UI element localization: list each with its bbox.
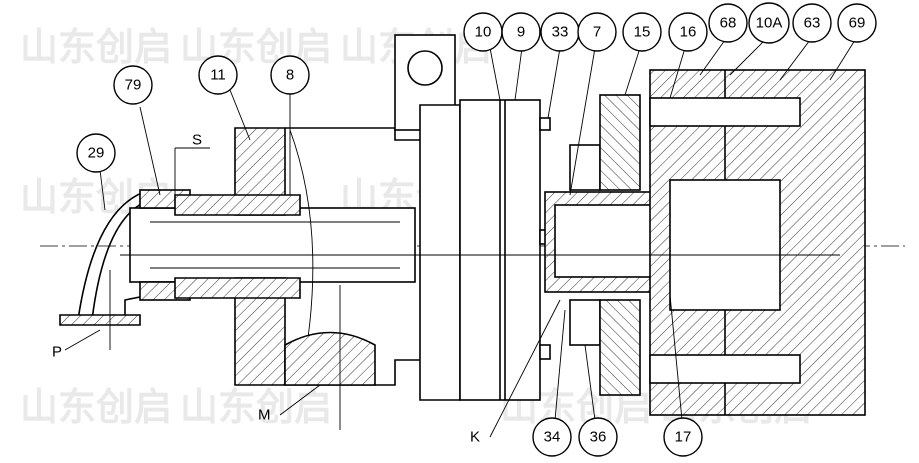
rotor-bore — [554, 204, 666, 278]
callout-69: 69 — [837, 3, 877, 43]
svg-text:63: 63 — [804, 15, 821, 32]
label-p: P — [52, 344, 62, 361]
leader-m — [279, 384, 321, 416]
callout-9: 9 — [501, 12, 541, 52]
svg-text:山东创启: 山东创启 — [180, 387, 332, 429]
body-neck-top — [174, 194, 301, 216]
bolt-bottom — [539, 344, 551, 360]
svg-text:79: 79 — [125, 77, 142, 94]
svg-text:山东创启: 山东创启 — [20, 387, 172, 429]
leader-63 — [779, 39, 811, 81]
housing-bottom-boss — [284, 331, 376, 386]
label-k: K — [470, 429, 480, 446]
elbow-flange — [59, 314, 141, 326]
watermark-logo: 山东创启 — [20, 387, 172, 429]
callout-29: 29 — [76, 133, 116, 173]
label-m: M — [258, 407, 271, 424]
leader-33 — [547, 47, 561, 119]
callout-33: 33 — [540, 12, 580, 52]
leader-29 — [99, 169, 106, 211]
leader-16 — [669, 47, 686, 99]
leader-p — [64, 329, 101, 351]
callout-36: 36 — [578, 417, 618, 457]
cap-screw-16 — [649, 97, 801, 127]
body-neck-bottom — [174, 277, 301, 299]
callout-68: 68 — [708, 3, 748, 43]
svg-text:9: 9 — [517, 24, 525, 41]
housing-top-edge — [285, 127, 420, 141]
leader-36 — [584, 344, 596, 421]
callout-34: 34 — [532, 417, 572, 457]
hex-nut-36 — [569, 299, 601, 346]
callout-10: 10 — [463, 12, 503, 52]
watermark-logo: 山东创启 — [180, 387, 332, 429]
svg-text:34: 34 — [544, 429, 561, 446]
svg-text:17: 17 — [675, 429, 692, 446]
leader-k — [489, 299, 561, 438]
callout-17: 17 — [663, 417, 703, 457]
callout-8: 8 — [270, 55, 310, 95]
callout-63: 63 — [792, 3, 832, 43]
leader-69 — [829, 39, 856, 81]
leader-9 — [514, 47, 523, 101]
lug-hole — [407, 50, 443, 86]
clamp-flange-15-top — [599, 94, 641, 191]
svg-text:11: 11 — [210, 67, 226, 84]
leader-34 — [554, 309, 566, 421]
leader-7 — [569, 47, 596, 196]
leader-79 — [139, 106, 161, 196]
callout-16: 16 — [668, 12, 708, 52]
bolt-33 — [539, 117, 551, 131]
callout-7: 7 — [577, 12, 617, 52]
leader-10A — [729, 39, 766, 76]
svg-text:36: 36 — [590, 429, 607, 446]
inner-tube — [129, 207, 416, 283]
leader-17 — [669, 294, 683, 421]
svg-text:33: 33 — [552, 24, 569, 41]
cap-screw-bottom — [649, 354, 801, 384]
svg-text:10: 10 — [475, 24, 492, 41]
leader-15 — [624, 47, 641, 96]
svg-text:山东创启: 山东创启 — [20, 27, 172, 69]
callout-15: 15 — [622, 12, 662, 52]
adapter-body — [419, 104, 461, 401]
svg-text:68: 68 — [720, 15, 737, 32]
callout-79: 79 — [113, 65, 153, 105]
callout-10A: 10A — [748, 2, 790, 44]
svg-text:15: 15 — [634, 24, 651, 41]
elbow-pipe-outer — [77, 189, 151, 321]
clamp-flange-bottom — [599, 299, 641, 396]
leader-68 — [699, 39, 726, 76]
leader-11 — [229, 89, 251, 141]
svg-text:16: 16 — [680, 24, 697, 41]
svg-text:10A: 10A — [756, 15, 783, 32]
svg-text:7: 7 — [593, 24, 601, 41]
svg-text:69: 69 — [849, 15, 866, 32]
svg-text:29: 29 — [88, 145, 105, 162]
label-s: S — [192, 132, 202, 149]
callout-11: 11 — [198, 55, 238, 95]
svg-text:8: 8 — [286, 67, 294, 84]
roll-cavity — [669, 179, 781, 311]
leader-10 — [489, 47, 501, 101]
watermark-logo: 山东创启 — [20, 27, 172, 69]
